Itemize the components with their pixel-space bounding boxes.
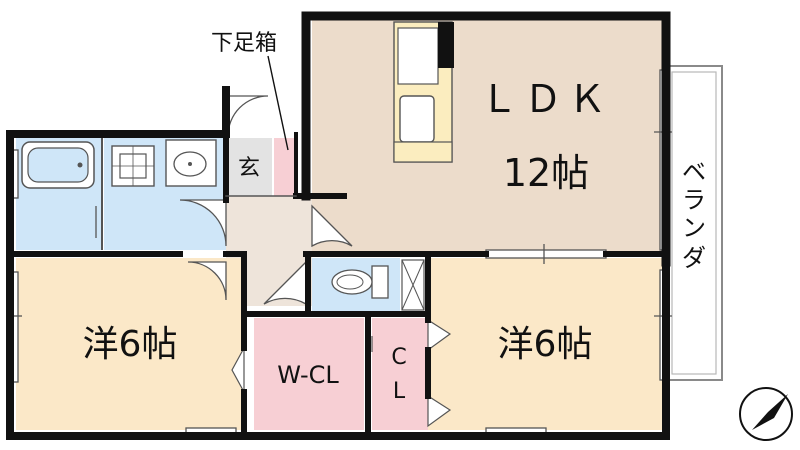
western-room-left-label: 洋6帖 (83, 324, 178, 365)
svg-text:ベ: ベ (682, 158, 706, 186)
bathtub-icon (21, 141, 95, 189)
shoe-cabinet-label: 下足箱 (211, 31, 277, 56)
closet-label-top: C (391, 345, 406, 370)
washing-machine-icon (111, 145, 155, 187)
veranda (665, 65, 723, 381)
ldk-size-label: 12帖 (503, 151, 589, 195)
toilet-icon (331, 265, 389, 299)
sink-icon (399, 95, 435, 143)
western-room-right-label: 洋6帖 (498, 324, 593, 365)
shoe-cabinet-leader (267, 55, 289, 151)
svg-text:ダ: ダ (682, 244, 706, 272)
svg-text:ン: ン (682, 214, 706, 242)
washbasin-icon (165, 139, 217, 187)
western-room-left-floor (16, 258, 244, 430)
kitchen-counter (393, 21, 454, 163)
western-room-right-floor (428, 258, 662, 430)
walk-in-closet-floor (254, 318, 364, 430)
entrance-floor (226, 138, 272, 196)
entrance-label: 玄 (238, 156, 260, 181)
ldk-floor (312, 20, 662, 254)
door-swings (179, 95, 353, 306)
walls (6, 11, 671, 440)
veranda-label: ベ ラ ン ダ (682, 158, 706, 272)
pipe-space (401, 259, 425, 311)
walk-in-closet-label: W-CL (277, 361, 339, 389)
ldk-label: ＬＤＫ (480, 77, 612, 121)
sliding-doors (95, 196, 103, 246)
closet-floor (372, 318, 428, 430)
svg-text:ラ: ラ (682, 186, 706, 214)
closet-label-bottom: L (393, 379, 406, 404)
closet-doors (231, 318, 452, 428)
compass-icon (739, 387, 793, 441)
